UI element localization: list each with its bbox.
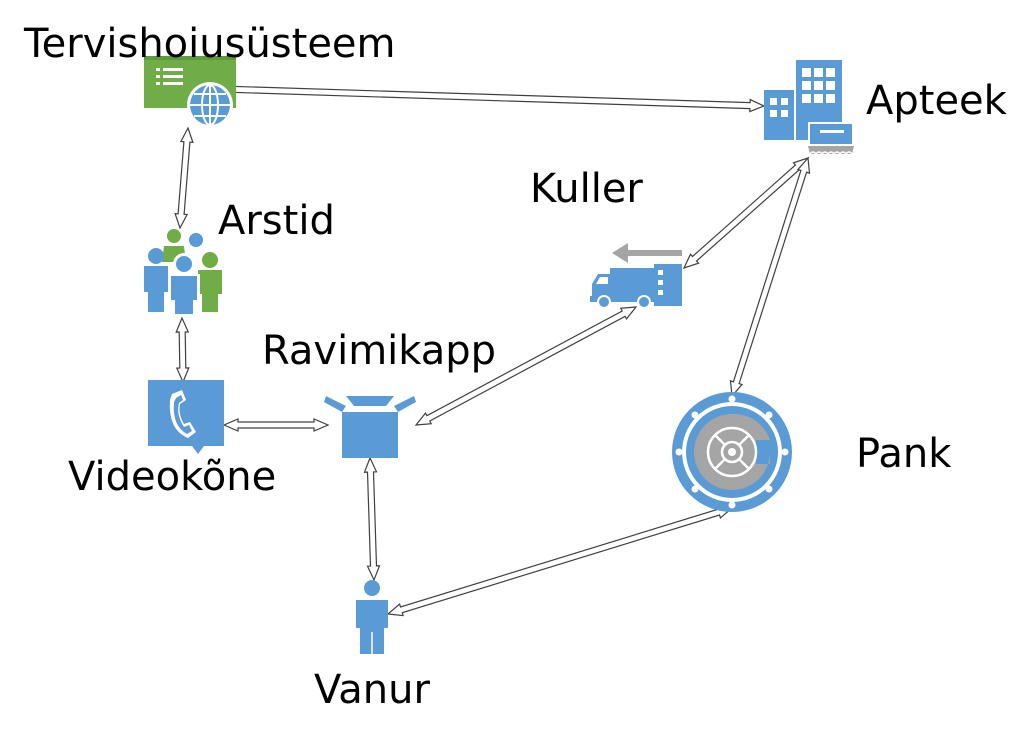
web-application-icon [144,56,236,128]
arrow-healthcare-pharmacy [186,81,766,113]
vault-icon [672,392,792,512]
arrow-videocall-cabinet [222,418,330,432]
arrow-healthcare-doctors [174,126,194,230]
arrow-cabinet-elder [363,456,381,582]
label-pharmacy: Apteek [866,78,1008,124]
connectors [174,81,811,617]
phone-handset-icon [148,380,224,454]
arrow-courier-cabinet [414,306,638,426]
label-elder: Vanur [314,667,430,713]
delivery-truck-icon [590,243,682,309]
open-box-icon [324,396,416,458]
label-video-call: Videokõne [68,454,276,500]
user-group-icon [144,229,222,316]
label-bank: Pank [856,431,952,477]
label-doctors: Arstid [218,198,335,244]
person-icon [356,580,388,654]
label-healthcare-system: Tervishoiusüsteem [23,21,396,67]
arrow-bank-elder [386,505,734,617]
label-medicine-cabinet: Ravimikapp [262,328,496,374]
arrow-doctors-videocall [175,316,190,384]
building-store-icon [764,60,854,156]
label-courier: Kuller [530,166,643,212]
